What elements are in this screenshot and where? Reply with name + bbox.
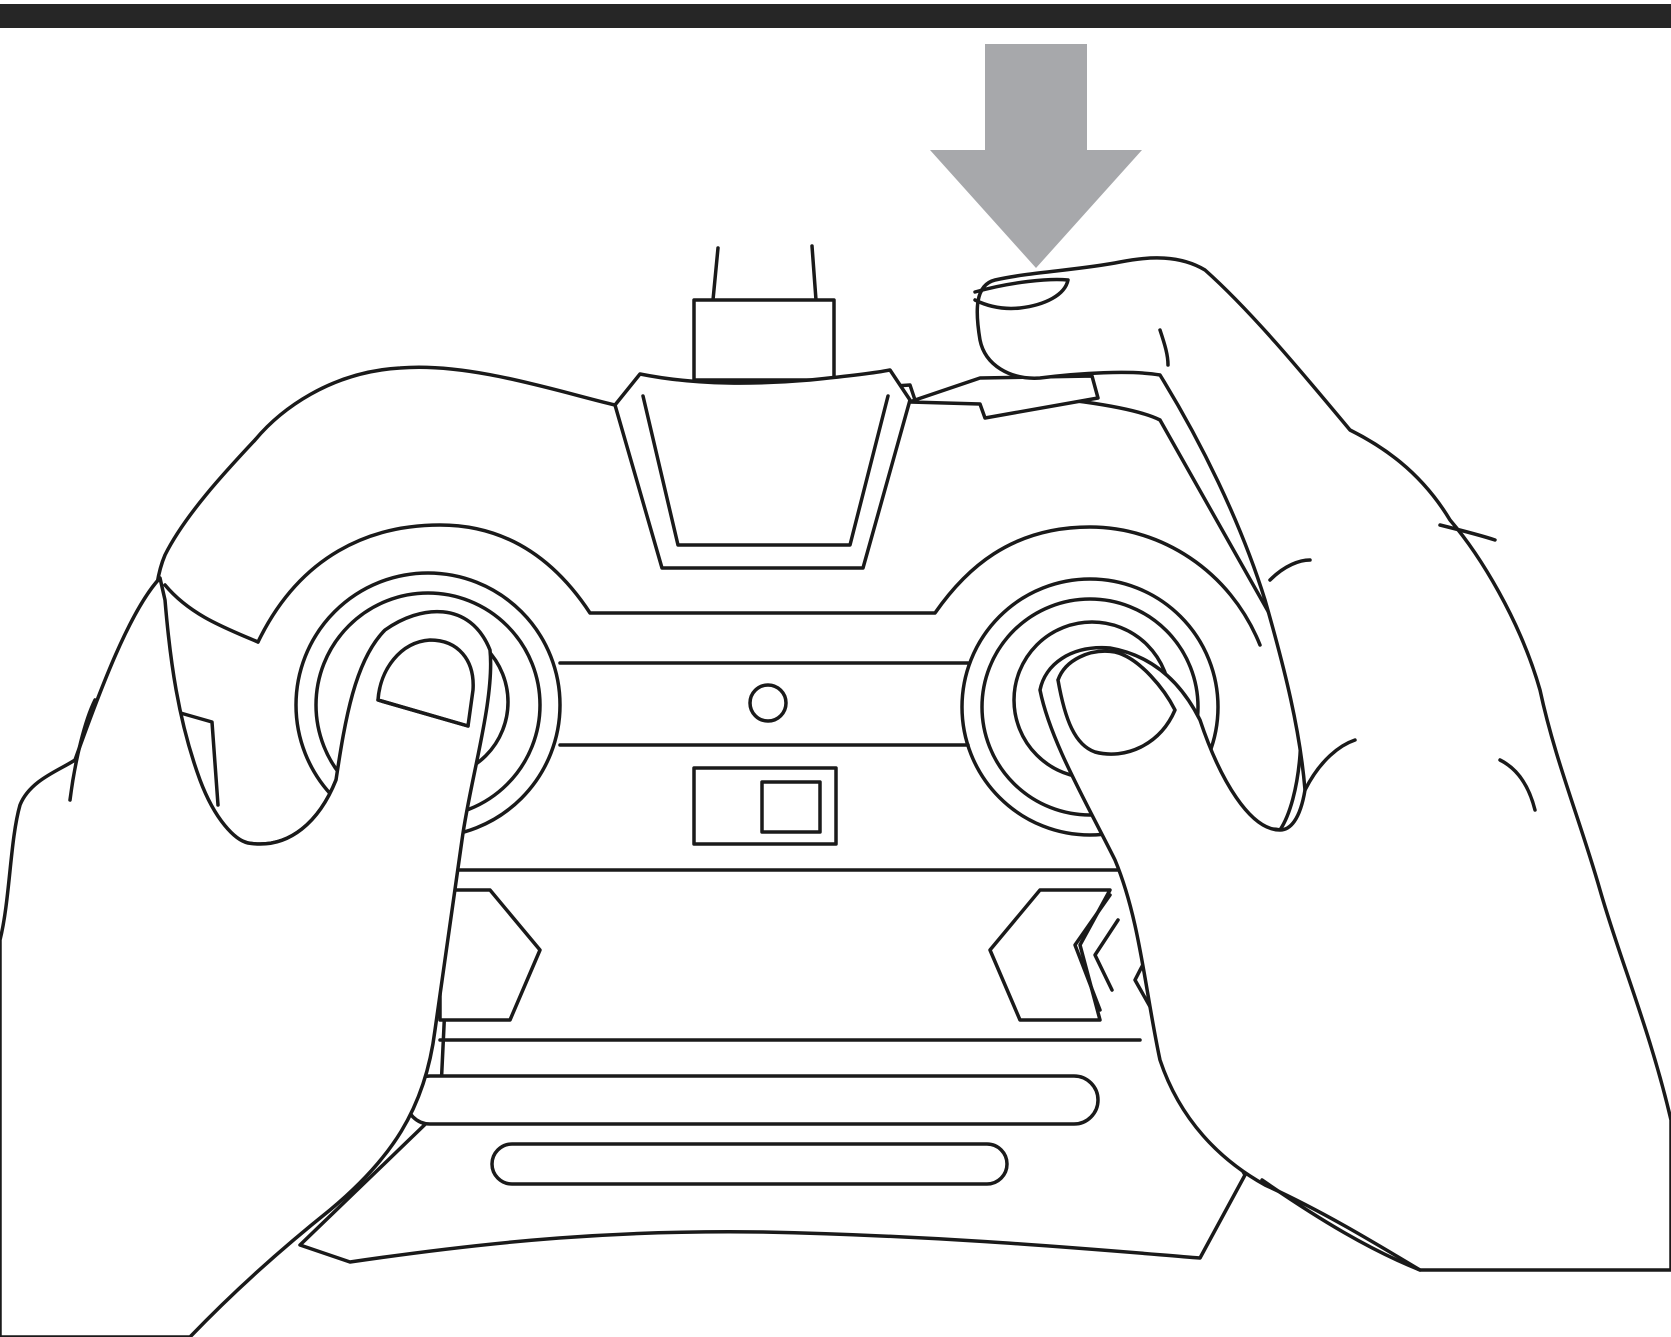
center-button bbox=[750, 685, 786, 721]
usb-cable bbox=[694, 246, 834, 380]
slot-bar-upper bbox=[406, 1076, 1098, 1124]
mode-switch bbox=[694, 768, 836, 844]
top-bar bbox=[0, 4, 1671, 28]
slot-bar-lower bbox=[492, 1144, 1007, 1184]
press-down-arrow-icon bbox=[930, 44, 1142, 268]
